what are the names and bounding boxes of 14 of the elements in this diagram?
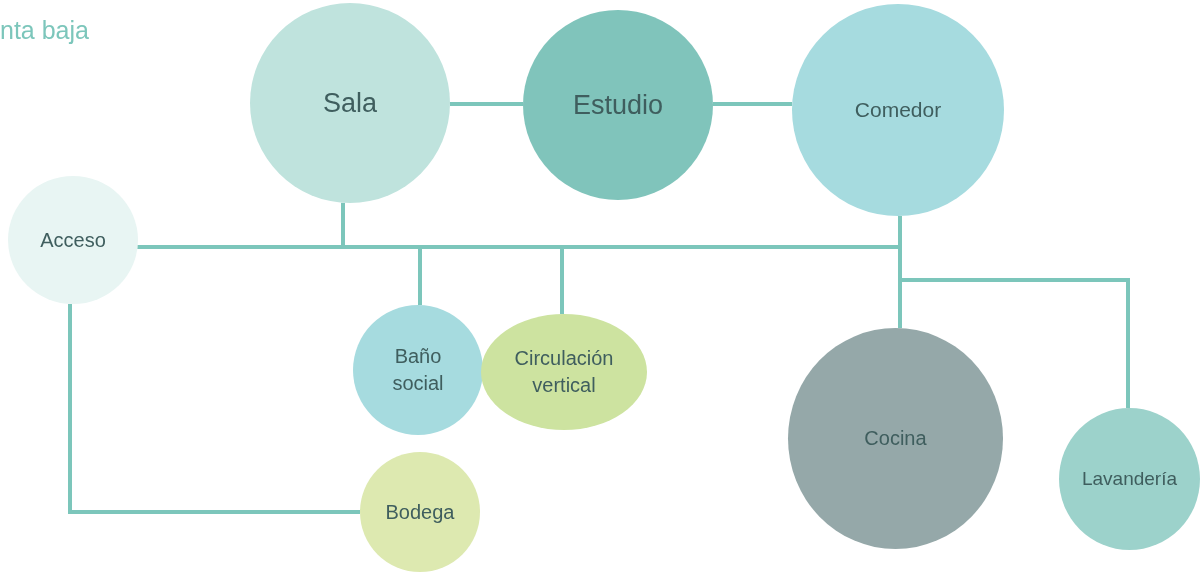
connector-line [713, 102, 793, 106]
room-label: Estudio [571, 88, 665, 122]
room-label: Lavandería [1080, 467, 1179, 492]
title: nta baja [0, 15, 89, 46]
connector-line [68, 303, 360, 514]
room-label: Comedor [853, 96, 943, 123]
room-label: Baño social [391, 344, 445, 396]
connector-line [898, 216, 1130, 408]
room-label: Sala [321, 86, 378, 120]
room-label: Circulación vertical [513, 346, 615, 398]
room-label: Acceso [39, 227, 107, 253]
room-label: Bodega [384, 499, 456, 525]
room-label: Cocina [863, 426, 928, 451]
connector-line [450, 102, 523, 106]
